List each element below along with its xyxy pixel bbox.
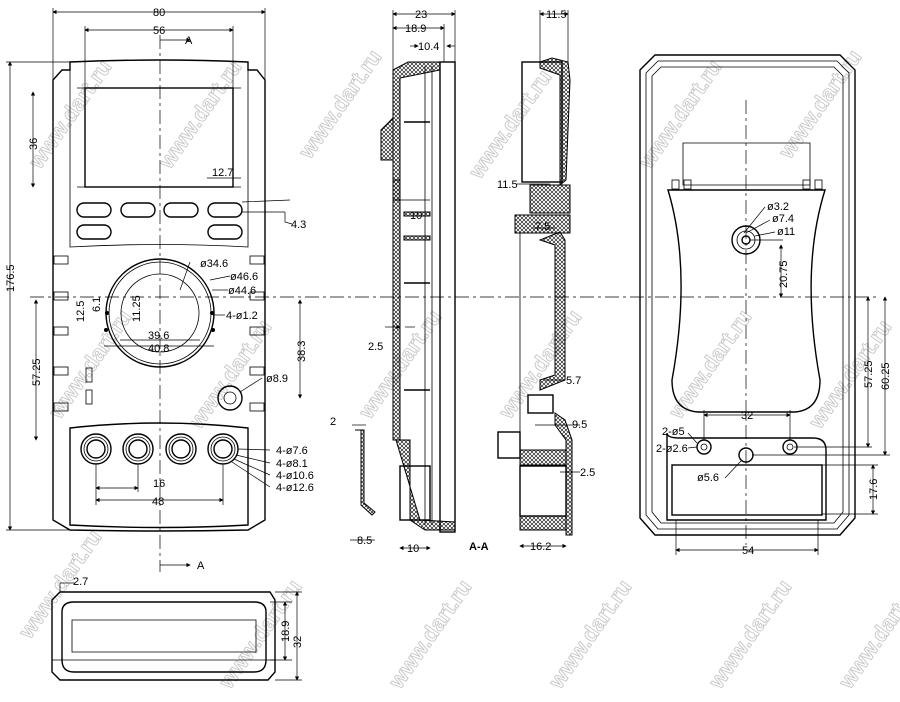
- svg-text:www.dart.ru: www.dart.ru: [463, 65, 557, 184]
- svg-text:www.dart.ru: www.dart.ru: [493, 305, 587, 424]
- dim-dial-pins: 4-ø1.2: [226, 310, 258, 322]
- dim-40-8: 40.8: [148, 343, 169, 355]
- section-marker-bottom: A: [197, 560, 205, 572]
- dim-11-5: 11.5: [497, 179, 518, 191]
- dim-11-5-top: 11.5: [546, 9, 567, 21]
- dim-9-5: 9.5: [572, 419, 587, 431]
- dim-57-25-back: 57.25: [863, 360, 875, 388]
- dim-2-5: 2.5: [368, 341, 383, 353]
- svg-text:www.dart.ru: www.dart.ru: [213, 575, 307, 694]
- dim-7-4: ø7.4: [772, 213, 794, 225]
- front-view: 80 56 A A 36 176.5 12.7 4.3 ø34.6 ø46.6 …: [5, 7, 880, 572]
- dim-6-1: 6.1: [91, 297, 103, 312]
- dim-socket-8-9: ø8.9: [266, 373, 288, 385]
- watermark: www.dart.ru www.dart.ru www.dart.ru www.…: [13, 45, 900, 695]
- dim-2x2-6: 2-ø2.6: [656, 443, 688, 455]
- dim-2x5: 2-ø5: [662, 426, 685, 438]
- front-body-outline: [52, 59, 266, 532]
- back-view: ø3.2 ø7.4 ø11 20.75 57.25 60.25 32 2-ø5 …: [639, 54, 892, 557]
- dim-jack-7-6: 4-ø7.6: [276, 445, 308, 457]
- dim-2-7: 2.7: [73, 576, 88, 588]
- socket-circle: [217, 385, 243, 411]
- dim-jack-8-1: 4-ø8.1: [276, 458, 308, 470]
- dim-3-2: ø3.2: [767, 201, 789, 213]
- dim-32-bottom: 32: [292, 636, 304, 648]
- buttons: [76, 202, 243, 240]
- dim-23: 23: [415, 9, 427, 21]
- dim-dial-34-6: ø34.6: [200, 258, 228, 270]
- svg-text:www.dart.ru: www.dart.ru: [183, 315, 277, 434]
- section-label: A-A: [469, 541, 489, 553]
- svg-text:www.dart.ru: www.dart.ru: [543, 575, 637, 694]
- dim-38-3: 38.3: [296, 341, 308, 362]
- dim-2-5-section: 2.5: [580, 467, 595, 479]
- dim-11-25: 11.25: [131, 295, 143, 322]
- dim-dial-46-6: ø46.6: [230, 271, 258, 283]
- dim-36: 36: [28, 138, 40, 150]
- dim-4-3: 4.3: [291, 219, 306, 231]
- dim-12-7: 12.7: [212, 167, 233, 179]
- svg-text:www.dart.ru: www.dart.ru: [833, 575, 900, 694]
- dim-7-5: 7.5: [535, 221, 550, 233]
- dim-57-25: 57.25: [31, 358, 43, 386]
- bottom-view: 2.7 18.9 32: [51, 576, 304, 681]
- section-marker-top: A: [185, 35, 193, 47]
- dim-10-4: 10.4: [418, 41, 439, 53]
- section-view: 11.5 11.5 7.5 5.7 9.5 2.5 16.2 A-A: [469, 9, 595, 553]
- dim-18-9-bottom: 18.9: [280, 621, 292, 642]
- dim-56: 56: [153, 25, 165, 37]
- dim-5-7: 5.7: [566, 375, 581, 387]
- svg-text:www.dart.ru: www.dart.ru: [293, 45, 387, 164]
- dim-17-6: 17.6: [868, 479, 880, 500]
- dim-5-6: ø5.6: [697, 472, 719, 484]
- dim-8-5: 8.5: [357, 535, 372, 547]
- dim-39-6: 39.6: [148, 330, 169, 342]
- dim-20-75: 20.75: [778, 260, 790, 288]
- dim-10-top: 10: [410, 210, 422, 222]
- dim-80: 80: [153, 7, 165, 19]
- dim-dial-44-6: ø44.6: [228, 285, 256, 297]
- dim-16: 16: [153, 478, 165, 490]
- side-view: 23 18.9 10.4 10 2.5 10 2 8.5: [330, 9, 456, 555]
- dim-32: 32: [741, 410, 753, 422]
- dim-10-bottom: 10: [407, 543, 419, 555]
- svg-text:www.dart.ru: www.dart.ru: [383, 575, 477, 694]
- dim-176-5: 176.5: [5, 264, 17, 292]
- dim-16-2: 16.2: [530, 541, 551, 553]
- jack-panel: [69, 422, 249, 529]
- dim-54: 54: [742, 545, 754, 557]
- dim-12-5: 12.5: [75, 301, 87, 322]
- dim-2: 2: [330, 416, 336, 428]
- dim-48: 48: [152, 496, 164, 508]
- svg-text:www.dart.ru: www.dart.ru: [703, 575, 797, 694]
- svg-text:www.dart.ru: www.dart.ru: [633, 55, 727, 174]
- input-jacks: [80, 433, 239, 465]
- side-clips: [53, 255, 265, 412]
- dim-60-25: 60.25: [880, 362, 892, 390]
- dim-11: ø11: [777, 226, 795, 238]
- svg-text:www.dart.ru: www.dart.ru: [663, 305, 757, 424]
- battery-door: [667, 189, 826, 413]
- dim-jack-12-6: 4-ø12.6: [276, 482, 314, 494]
- dim-18-9: 18.9: [405, 23, 426, 35]
- dim-jack-10-6: 4-ø10.6: [276, 470, 314, 482]
- svg-text:www.dart.ru: www.dart.ru: [773, 45, 867, 164]
